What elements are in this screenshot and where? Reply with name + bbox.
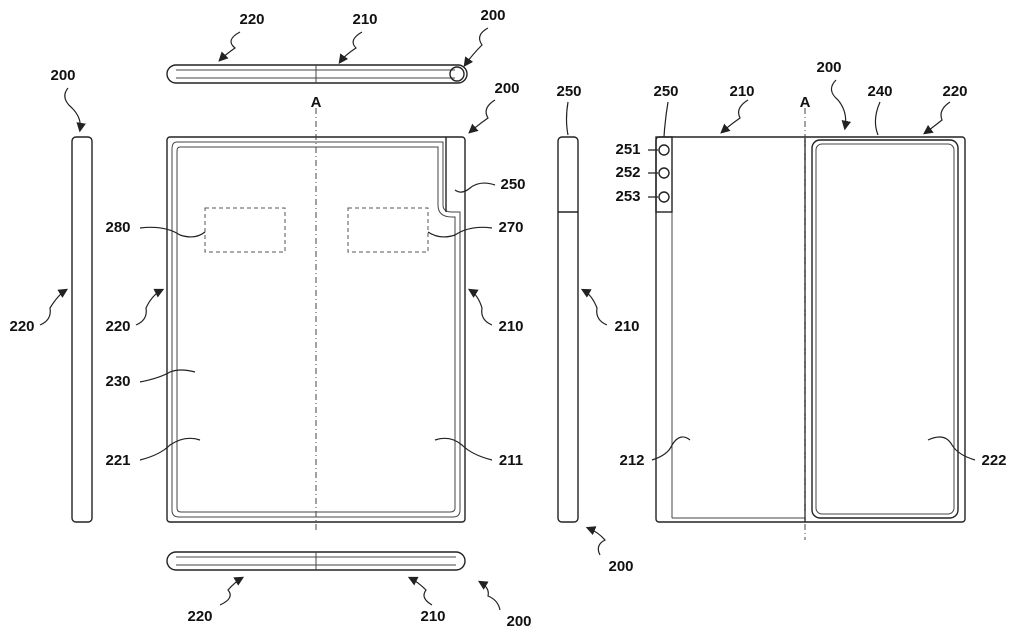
- label-210-bottom: 210: [420, 608, 446, 625]
- label-221: 221: [105, 452, 131, 469]
- label-230: 230: [105, 373, 131, 390]
- label-250-back: 250: [653, 83, 679, 100]
- label-240: 240: [867, 83, 893, 100]
- top-view: [166, 64, 468, 84]
- label-200-front: 200: [494, 80, 520, 97]
- label-280: 280: [105, 219, 131, 236]
- label-220-top: 220: [239, 11, 265, 28]
- component-280: [204, 207, 286, 253]
- label-200-left: 200: [50, 67, 76, 84]
- label-250-side: 250: [556, 83, 582, 100]
- label-axis-a-back: A: [799, 94, 811, 111]
- label-axis-a-front: A: [310, 94, 322, 111]
- label-220-front: 220: [105, 318, 131, 335]
- label-212: 212: [619, 452, 645, 469]
- back-view: [655, 108, 966, 540]
- label-253: 253: [615, 188, 641, 205]
- label-250-front: 250: [500, 176, 526, 193]
- label-200-top: 200: [480, 7, 506, 24]
- label-210-side: 210: [614, 318, 640, 335]
- label-200-back: 200: [816, 59, 842, 76]
- label-252: 252: [615, 164, 641, 181]
- left-side-view: [71, 136, 93, 523]
- label-222: 222: [981, 452, 1007, 469]
- bottom-view: [166, 551, 466, 571]
- label-211: 211: [498, 452, 524, 469]
- label-220-bottom: 220: [187, 608, 213, 625]
- label-270: 270: [498, 219, 524, 236]
- front-view: [166, 108, 466, 532]
- label-200-bottom: 200: [506, 613, 532, 630]
- label-220-back: 220: [942, 83, 968, 100]
- label-220-left: 220: [9, 318, 35, 335]
- leader-lines: [39, 27, 976, 611]
- label-210-top: 210: [352, 11, 378, 28]
- label-251: 251: [615, 141, 641, 158]
- label-210-front: 210: [498, 318, 524, 335]
- middle-side-view: [557, 136, 579, 523]
- component-270: [347, 207, 429, 253]
- label-210-back: 210: [729, 83, 755, 100]
- label-200-side: 200: [608, 558, 634, 575]
